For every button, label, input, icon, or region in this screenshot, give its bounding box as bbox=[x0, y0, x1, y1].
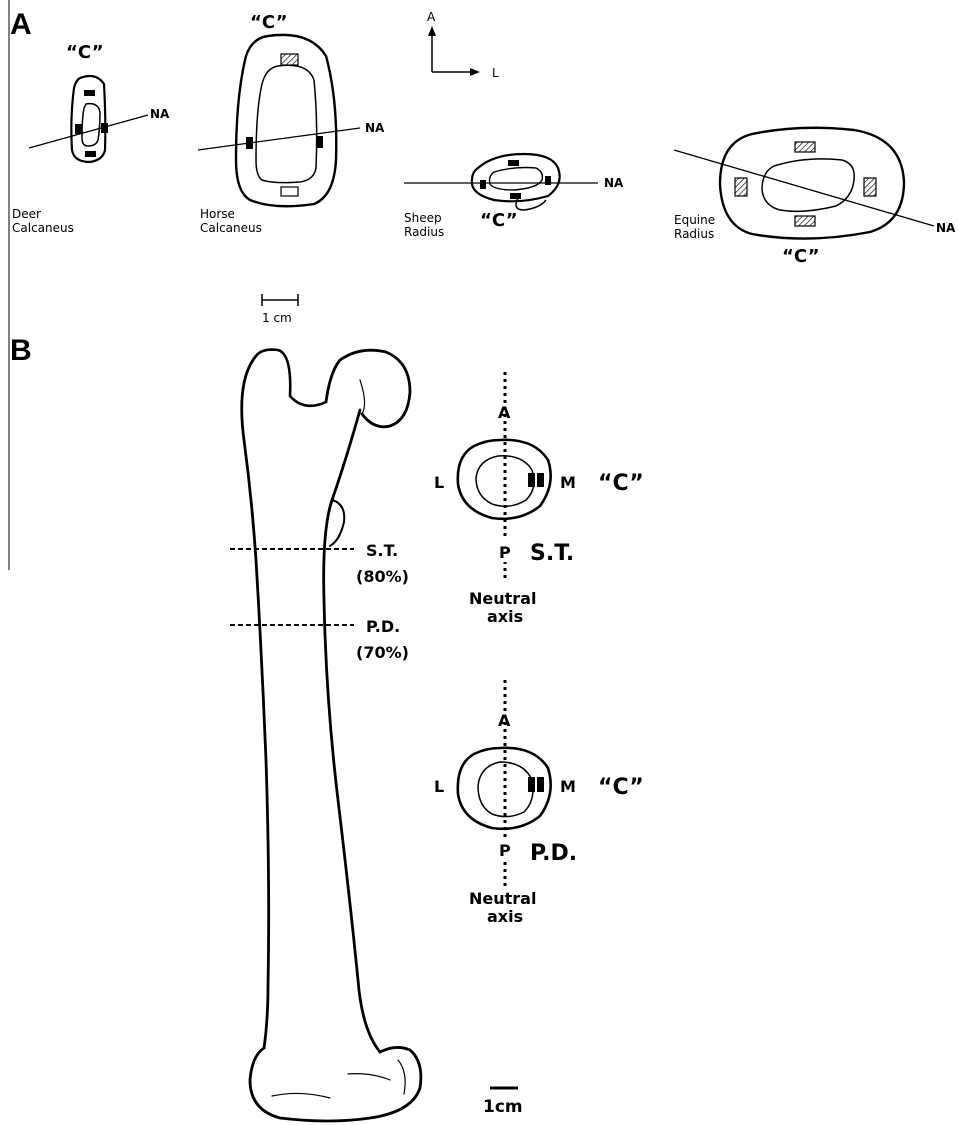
deer-name-2: Calcaneus bbox=[12, 221, 74, 235]
orientation-anterior: A bbox=[427, 10, 436, 24]
orientation-indicator: A L bbox=[427, 10, 499, 80]
panel-a-label: A bbox=[10, 8, 32, 41]
sheep-name-2: Radius bbox=[404, 225, 444, 239]
sheep-name-1: Sheep bbox=[404, 211, 442, 225]
equine-gauge-bottom bbox=[795, 216, 815, 226]
equine-gauge-right bbox=[864, 178, 876, 196]
pd-gauge-1 bbox=[528, 777, 535, 792]
panel-b-scale-bar: 1cm bbox=[483, 1088, 523, 1117]
deer-name-1: Deer bbox=[12, 207, 41, 221]
equine-c-label: “C” bbox=[782, 246, 820, 267]
st-level-name: S.T. bbox=[366, 541, 398, 560]
deer-gauge-left bbox=[75, 124, 82, 134]
st-medial-label: M bbox=[560, 473, 576, 492]
st-level-percent: (80%) bbox=[356, 567, 409, 586]
pd-section-name: P.D. bbox=[530, 841, 577, 866]
pd-medial-label: M bbox=[560, 777, 576, 796]
st-c-label: “C” bbox=[598, 471, 644, 496]
st-gauge-2 bbox=[537, 473, 544, 487]
deer-gauge-bottom bbox=[85, 151, 96, 157]
sheep-radius-section: NA “C” Sheep Radius bbox=[404, 154, 624, 239]
pd-axis-line1: Neutral bbox=[469, 889, 536, 908]
st-section-name: S.T. bbox=[530, 541, 574, 566]
femur-drawing bbox=[242, 350, 421, 1121]
pd-anterior-label: A bbox=[498, 711, 511, 730]
st-lateral-label: L bbox=[434, 473, 444, 492]
sheep-gauge-top bbox=[508, 160, 519, 166]
deer-neutral-axis bbox=[29, 115, 148, 148]
deer-na-label: NA bbox=[150, 107, 170, 121]
horse-name-2: Calcaneus bbox=[200, 221, 262, 235]
horse-calcaneus-section: “C” NA Horse Calcaneus bbox=[198, 12, 385, 235]
pd-axis-line2: axis bbox=[487, 907, 523, 926]
panel-a-scale-bar: 1 cm bbox=[262, 294, 298, 325]
pd-cross-section: A L M “C” P P.D. Neutral axis bbox=[434, 680, 644, 926]
horse-c-label: “C” bbox=[250, 12, 288, 33]
panel-b-scale-label: 1cm bbox=[483, 1097, 523, 1117]
pd-level-name: P.D. bbox=[366, 617, 400, 636]
sheep-gauge-left bbox=[480, 180, 486, 189]
pd-gauge-2 bbox=[537, 777, 544, 792]
arrow-right-icon bbox=[470, 68, 480, 76]
panel-b-label: B bbox=[10, 334, 32, 367]
st-cross-section: A L M “C” P S.T. Neutral axis bbox=[434, 372, 644, 626]
sheep-gauge-bottom bbox=[510, 193, 521, 199]
horse-gauge-top bbox=[281, 54, 298, 65]
equine-radius-section: NA “C” Equine Radius bbox=[674, 128, 956, 267]
pd-lateral-label: L bbox=[434, 777, 444, 796]
st-posterior-label: P bbox=[499, 543, 511, 562]
st-gauge-1 bbox=[528, 473, 535, 487]
sheep-na-label: NA bbox=[604, 176, 624, 190]
orientation-lateral: L bbox=[492, 66, 499, 80]
horse-name-1: Horse bbox=[200, 207, 235, 221]
pd-posterior-label: P bbox=[499, 841, 511, 860]
st-axis-line1: Neutral bbox=[469, 589, 536, 608]
equine-name-1: Equine bbox=[674, 213, 715, 227]
st-axis-line2: axis bbox=[487, 607, 523, 626]
pd-level-percent: (70%) bbox=[356, 643, 409, 662]
panel-a-scale-label: 1 cm bbox=[262, 311, 292, 325]
deer-calcaneus-section: “C” NA Deer Calcaneus bbox=[12, 42, 170, 235]
pd-c-label: “C” bbox=[598, 775, 644, 800]
equine-na-label: NA bbox=[936, 221, 956, 235]
horse-na-label: NA bbox=[365, 121, 385, 135]
arrow-up-icon bbox=[428, 26, 436, 36]
equine-gauge-top bbox=[795, 142, 815, 152]
deer-c-label: “C” bbox=[66, 42, 104, 63]
deer-gauge-top bbox=[84, 90, 95, 96]
horse-gauge-bottom bbox=[281, 187, 298, 196]
equine-gauge-left bbox=[735, 178, 747, 196]
horse-gauge-right bbox=[316, 136, 323, 148]
sheep-c-label: “C” bbox=[480, 210, 518, 231]
equine-name-2: Radius bbox=[674, 227, 714, 241]
st-anterior-label: A bbox=[498, 403, 511, 422]
